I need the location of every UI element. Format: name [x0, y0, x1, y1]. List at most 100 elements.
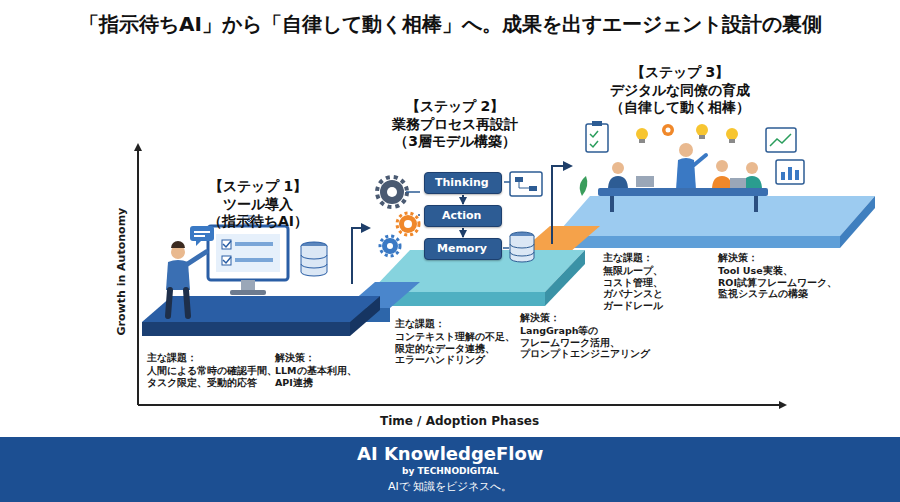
- progress-arrow: [352, 166, 570, 284]
- layer-box: Action: [424, 205, 502, 227]
- step-3-illustration: [781, 172, 785, 180]
- step-2-illustration: [404, 220, 412, 228]
- step-3-platform: [555, 236, 840, 248]
- solution-heading: 解決策：: [520, 312, 560, 323]
- solution-text: Tool Use実装、 ROI試算フレームワーク、 監視システムの構築: [718, 265, 837, 300]
- step-3-illustration: [746, 162, 758, 174]
- axes: [137, 145, 139, 405]
- title: 「指示待ちAI」から「自律して動く相棒」へ。成果を出すエージェント設計の裏側: [79, 12, 822, 36]
- step-platform: 【ステップ 1】 ツール導入（指示待ちAI）主な課題：人間による常時の確認手間、…: [140, 172, 400, 394]
- step-3-illustration: [788, 167, 792, 180]
- step-2-illustration: [380, 180, 404, 204]
- issue-heading: 主な課題：: [147, 352, 197, 363]
- step-3-platform: [555, 196, 875, 236]
- step-3-illustration: [712, 176, 732, 190]
- step-3-illustration: [699, 135, 705, 139]
- step-1-illustration: [223, 241, 231, 247]
- brand-byline: by TECHNODIGITAL: [402, 466, 499, 477]
- axis-label: Time / Adoption Phases: [380, 414, 539, 428]
- layer-label: Memory: [437, 242, 487, 255]
- step-3-illustration: [776, 160, 804, 184]
- step-1-illustration: [223, 257, 231, 263]
- step-3-illustration: [636, 128, 648, 140]
- step-3-illustration: [592, 121, 602, 126]
- step-3-illustration: [766, 128, 796, 152]
- solution-text: LangGraph等の フレームワーク活用、 プロンプトエンジニアリング: [520, 325, 650, 360]
- brand-name: AI KnowledgeFlow: [357, 443, 543, 465]
- step-3-illustration: [612, 196, 756, 212]
- step-3-illustration: [676, 158, 696, 190]
- issue-text: 人間による常時の確認手間、 タスク限定、受動的応答: [147, 365, 277, 388]
- step-platform: 【ステップ 3】 デジタルな同僚の育成 （自律して動く相棒）主な課題：無限ループ…: [560, 58, 880, 303]
- step-2-illustration: [515, 177, 523, 182]
- axes: [138, 404, 785, 406]
- step-1-platform: [142, 296, 380, 322]
- step-2-illustration: [382, 238, 398, 254]
- step-3-illustration: [679, 143, 693, 157]
- step-2-illustration: [529, 186, 537, 191]
- step-1-illustration: [208, 226, 288, 280]
- progress-arrow: [352, 228, 368, 284]
- axis-label: Growth in Autonomy: [115, 208, 128, 336]
- step-2-illustration: [510, 244, 534, 256]
- solution-text: LLMの基本利用、 API連携: [275, 365, 357, 388]
- flow-arrow: [462, 228, 464, 237]
- step-2-illustration: [504, 181, 510, 183]
- solution-heading: 解決策：: [275, 352, 315, 363]
- step-platform: 【ステップ 2】 業務プロセス再設計 （3層モデル構築） 主な課題： コンテキスト理…: [340, 92, 650, 372]
- step-3-illustration: [590, 131, 598, 147]
- step-1-illustration: [222, 256, 231, 265]
- step-2-platform: [545, 250, 585, 306]
- layer-box: Thinking: [424, 172, 502, 194]
- step-heading: 【ステップ 3】 デジタルな同僚の育成 （自律して動く相棒）: [610, 64, 750, 117]
- step-heading: 【ステップ 2】 業務プロセス再設計 （3層モデル構築）: [392, 98, 518, 151]
- flow-arrow: [462, 195, 464, 204]
- issue-text: コンテキスト理解の不足、 限定的なデータ連携、 エラーハンドリング: [395, 331, 515, 366]
- step-3-illustration: [729, 139, 735, 143]
- step-3-illustration: [662, 124, 674, 136]
- step-1-illustration: [230, 290, 266, 295]
- layer-label: Thinking: [435, 176, 489, 189]
- step-3-illustration: [694, 155, 706, 165]
- solution-heading: 解決策：: [718, 252, 758, 263]
- step-2-illustration: [397, 213, 419, 235]
- step-1-illustration: [235, 242, 273, 246]
- step-3-illustration: [639, 139, 645, 143]
- step-2-illustration: [387, 187, 397, 197]
- step-3-illustration: [726, 128, 738, 140]
- step-1-illustration: [194, 231, 210, 233]
- step-3-platform: [840, 196, 875, 248]
- step-2-illustration: [377, 172, 542, 262]
- step-1-illustration: [301, 255, 327, 268]
- step-3-illustration: [716, 160, 728, 172]
- issue-text: 無限ループ、 コスト管理、 ガバナンスと ガードレール: [603, 265, 663, 311]
- step-1-illustration: [301, 246, 327, 276]
- step-3-illustration: [598, 188, 768, 196]
- step-2-illustration: [406, 192, 420, 215]
- progress-arrow: [552, 166, 570, 244]
- step-1-platform: [142, 296, 380, 336]
- step-3-illustration: [730, 178, 746, 188]
- step-1-illustration: [196, 241, 201, 246]
- step-3-illustration: [636, 176, 654, 187]
- step-1-platform: [350, 296, 380, 336]
- step-2-illustration: [377, 177, 407, 207]
- step-1-illustration: [171, 241, 185, 248]
- step-3-illustration: [580, 176, 588, 196]
- step-2-illustration: [399, 215, 417, 233]
- step-1-illustration: [194, 235, 205, 237]
- step-3-illustration: [612, 162, 624, 174]
- step-3-illustration: [586, 124, 608, 152]
- step-2-illustration: [380, 236, 400, 256]
- step-2-illustration: [519, 182, 529, 188]
- step-2-illustration: [387, 243, 393, 249]
- step-1-illustration: [168, 290, 188, 316]
- footer-band: AI KnowledgeFlowby TECHNODIGITALAIで 知識をビ…: [0, 437, 900, 502]
- step-3-illustration: [770, 134, 791, 146]
- step-3-illustration: [580, 121, 804, 212]
- step-2-illustration: [510, 236, 534, 262]
- step-1-illustration: [222, 240, 231, 249]
- issue-heading: 主な課題：: [395, 318, 445, 329]
- step-3-illustration: [696, 124, 708, 136]
